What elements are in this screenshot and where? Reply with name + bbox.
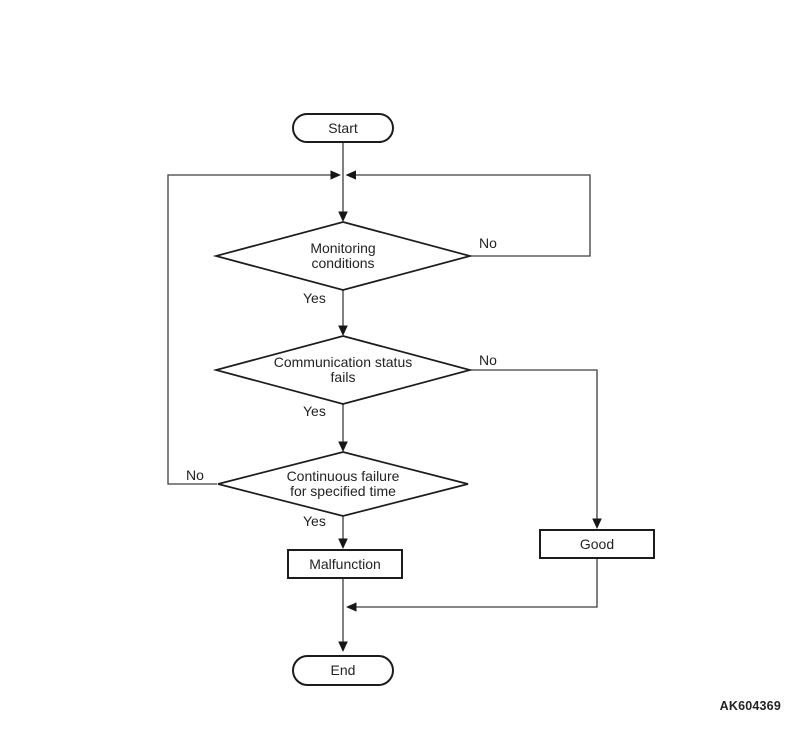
edge-label-monitoring-yes: Yes	[303, 290, 326, 306]
edge-label-monitoring-no: No	[479, 235, 497, 251]
decision-communication-line2: fails	[330, 369, 356, 385]
edge-label-continuous-no: No	[186, 467, 204, 483]
decision-continuous-line1: Continuous failure	[286, 468, 400, 484]
decision-monitoring-label: Monitoring conditions	[233, 241, 453, 271]
decision-communication-label: Communication status fails	[233, 355, 453, 385]
arrowhead-loop-right-icon	[345, 170, 356, 180]
arrowhead-loop-left-icon	[330, 170, 341, 180]
figure-code-label: AK604369	[719, 699, 781, 713]
arrowhead-into-monitoring-icon	[338, 211, 348, 222]
end-label: End	[330, 662, 356, 678]
edge-continuous-no-loop	[167, 174, 332, 485]
arrowhead-into-communication-icon	[338, 325, 348, 336]
good-label: Good	[579, 535, 615, 552]
edge-monitoring-no-loop	[354, 174, 591, 257]
edge-label-communication-yes: Yes	[303, 403, 326, 419]
decision-monitoring-shape	[212, 221, 474, 291]
edge-label-continuous-yes: Yes	[303, 513, 326, 529]
decision-communication-shape	[212, 335, 474, 405]
arrowhead-into-malfunction-icon	[338, 538, 348, 549]
decision-monitoring-line1: Monitoring	[310, 240, 376, 256]
edge-label-communication-no: No	[479, 352, 497, 368]
decision-monitoring-line2: conditions	[311, 255, 375, 271]
arrowhead-into-end-icon	[338, 641, 348, 652]
good-node: Good	[539, 529, 655, 559]
arrowhead-into-good-icon	[592, 518, 602, 529]
start-node: Start	[292, 113, 394, 143]
decision-continuous-shape	[217, 451, 469, 517]
decision-continuous-label: Continuous failure for specified time	[233, 469, 453, 499]
decision-communication-line1: Communication status	[273, 354, 413, 370]
decision-continuous-line2: for specified time	[290, 483, 396, 499]
arrowhead-merge-left-icon	[346, 602, 357, 612]
edge-communication-no-to-good	[470, 369, 598, 520]
malfunction-label: Malfunction	[309, 555, 381, 572]
end-node: End	[292, 655, 394, 686]
arrowhead-into-continuous-icon	[338, 441, 348, 452]
start-label: Start	[328, 119, 358, 136]
malfunction-node: Malfunction	[287, 549, 403, 579]
edge-good-to-merge	[355, 559, 598, 608]
